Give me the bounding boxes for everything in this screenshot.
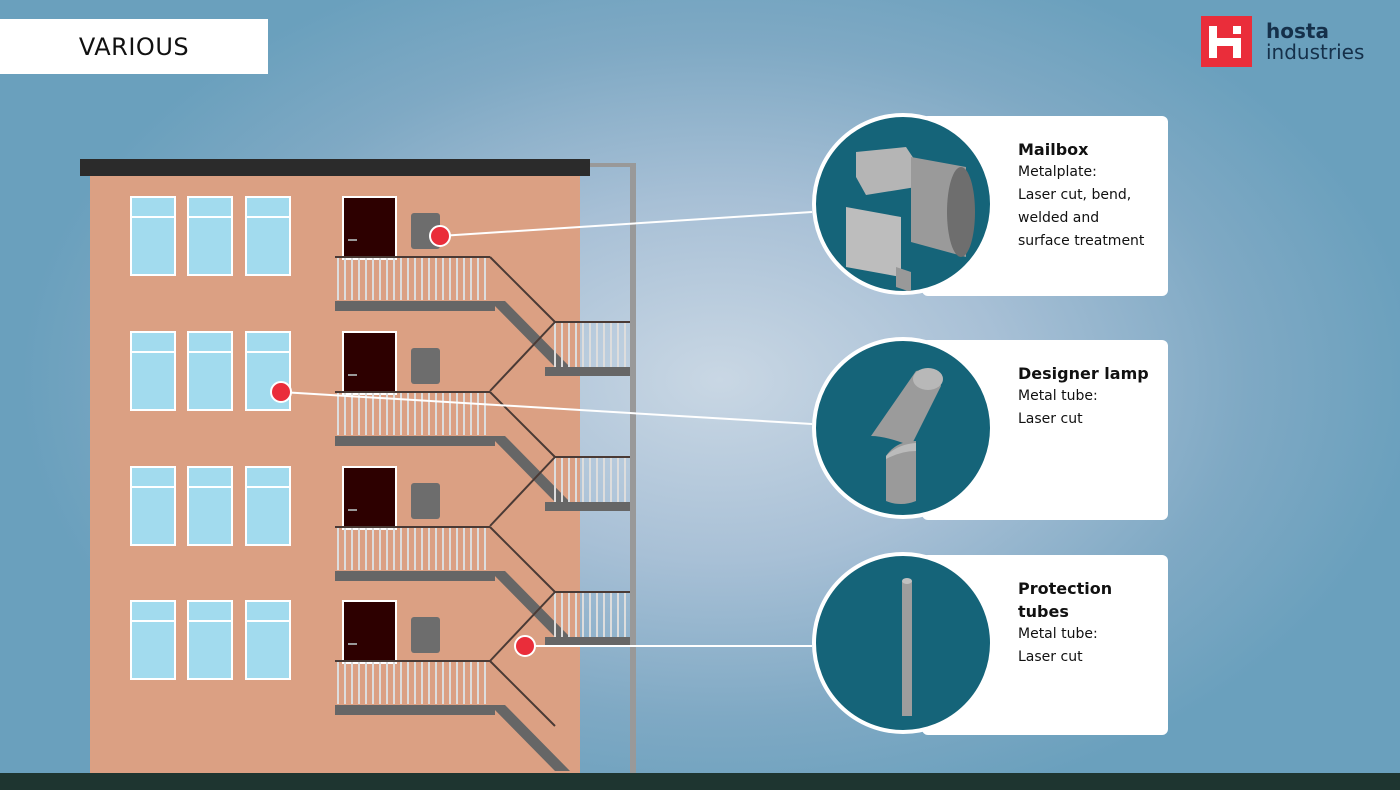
door-handle [348,374,357,376]
balcony-floor [335,436,495,446]
roof [80,159,590,176]
landing-floor [545,637,630,646]
window [187,196,233,276]
product-material: Metalplate: [1018,164,1097,180]
balcony-floor [335,571,495,581]
hotspot-marker [514,635,536,657]
mailbox [411,483,440,519]
stair-rail [489,456,556,527]
mailbox [411,348,440,384]
balcony-floor [335,301,495,311]
door [342,196,397,260]
window [130,331,176,411]
lamp-icon [812,337,994,519]
product-material: Metal tube: [1018,388,1098,404]
landing-floor [545,367,630,376]
section-title: VARIOUS [78,32,190,61]
logo-subtitle: industries [1266,39,1365,64]
window [130,196,176,276]
window [245,196,291,276]
staircase [490,705,570,771]
section-title-box: VARIOUS [0,19,268,74]
stair-rail [489,391,556,458]
callout-line [439,211,813,237]
window [187,600,233,680]
mailbox [411,617,440,653]
door [342,331,397,395]
logo-name: hosta [1266,18,1329,43]
door-handle [348,239,357,241]
balcony-floor [335,705,495,715]
door-handle [348,509,357,511]
product-process: welded and [1018,210,1100,226]
tube-icon [812,552,994,734]
stair-rail [489,591,556,662]
window [130,600,176,680]
product-name: Mailbox [1018,140,1089,159]
product-process: Laser cut [1018,411,1083,427]
staircase [490,301,570,367]
window [187,331,233,411]
ground [0,773,1400,790]
product-process: Laser cut [1018,649,1083,665]
callout-line [280,391,813,425]
logo-mark-icon [1201,16,1252,67]
door [342,466,397,530]
hotspot-marker [429,225,451,247]
stair-rail [489,321,556,392]
stair-rail [489,526,556,593]
window [187,466,233,546]
company-logo: hosta industries [1201,16,1364,67]
product-process: surface treatment [1018,233,1145,249]
staircase [490,436,570,502]
product-name: Designer lamp [1018,364,1149,383]
stair-rail [489,256,556,323]
staircase [490,571,570,637]
hotspot-marker [270,381,292,403]
product-process: Laser cut, bend, [1018,187,1132,203]
window [245,600,291,680]
window [130,466,176,546]
door-handle [348,643,357,645]
drain-pipe [630,163,636,773]
product-material: Metal tube: [1018,626,1098,642]
window [245,466,291,546]
door [342,600,397,664]
landing-floor [545,502,630,511]
pipe-top [590,163,634,167]
mailbox-icon [812,113,994,295]
product-name: Protection tubes [1018,579,1113,621]
stair-rail [489,660,556,727]
